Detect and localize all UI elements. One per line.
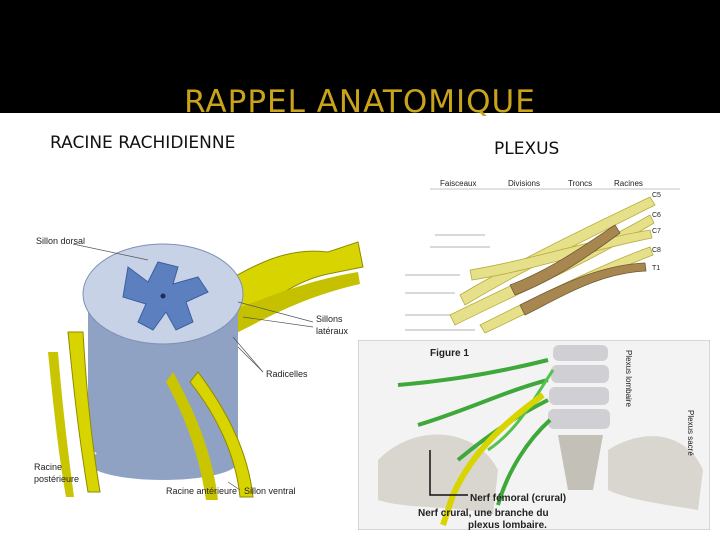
plexus-root-c6: C6	[652, 212, 661, 219]
plexus-header-faisceaux: Faisceaux	[440, 179, 476, 188]
plexus-header-divisions: Divisions	[508, 179, 540, 188]
plexus-root-c8: C8	[652, 247, 661, 254]
lumbar-figure-label: Figure 1	[430, 348, 469, 359]
left-section-label: RACINE RACHIDIENNE	[50, 133, 235, 153]
label-sillon-dorsal: Sillon dorsal	[36, 236, 85, 246]
label-sillons-lateraux-2: latéraux	[316, 326, 349, 336]
lumbar-plexus-figure: Figure 1 Plexus lombaire Plexus sacré Ne…	[358, 340, 710, 530]
plexus-header-troncs: Troncs	[568, 179, 592, 188]
lumbar-caption-line-2: Nerf crural, une branche du	[418, 508, 549, 519]
lumbar-side-label-2: Plexus sacré	[686, 410, 695, 456]
lumbar-caption-line-3: plexus lombaire.	[468, 520, 547, 530]
label-racine-posterieure-1: Racine	[34, 462, 62, 472]
plexus-root-t1: T1	[652, 265, 660, 272]
spinal-cord-illustration: Sillon dorsal Sillons latéraux Radicelle…	[28, 222, 368, 507]
plexus-root-c7: C7	[652, 228, 661, 235]
label-sillon-ventral: Sillon ventral	[244, 486, 296, 496]
brachial-plexus-diagram: Faisceaux Divisions Troncs Racines C5 C6…	[400, 175, 690, 340]
plexus-root-c5: C5	[652, 192, 661, 199]
label-racine-anterieure: Racine antérieure	[166, 486, 237, 496]
label-racine-posterieure-2: postérieure	[34, 474, 79, 484]
label-sillons-lateraux-1: Sillons	[316, 314, 343, 324]
slide-title: RAPPEL ANATOMIQUE	[0, 82, 720, 122]
label-radicelles: Radicelles	[266, 369, 308, 379]
lumbar-side-label-1: Plexus lombaire	[624, 350, 633, 407]
right-section-label: PLEXUS	[494, 139, 559, 159]
lumbar-caption-line-1: Nerf fémoral (crural)	[470, 493, 566, 504]
plexus-header-racines: Racines	[614, 179, 643, 188]
